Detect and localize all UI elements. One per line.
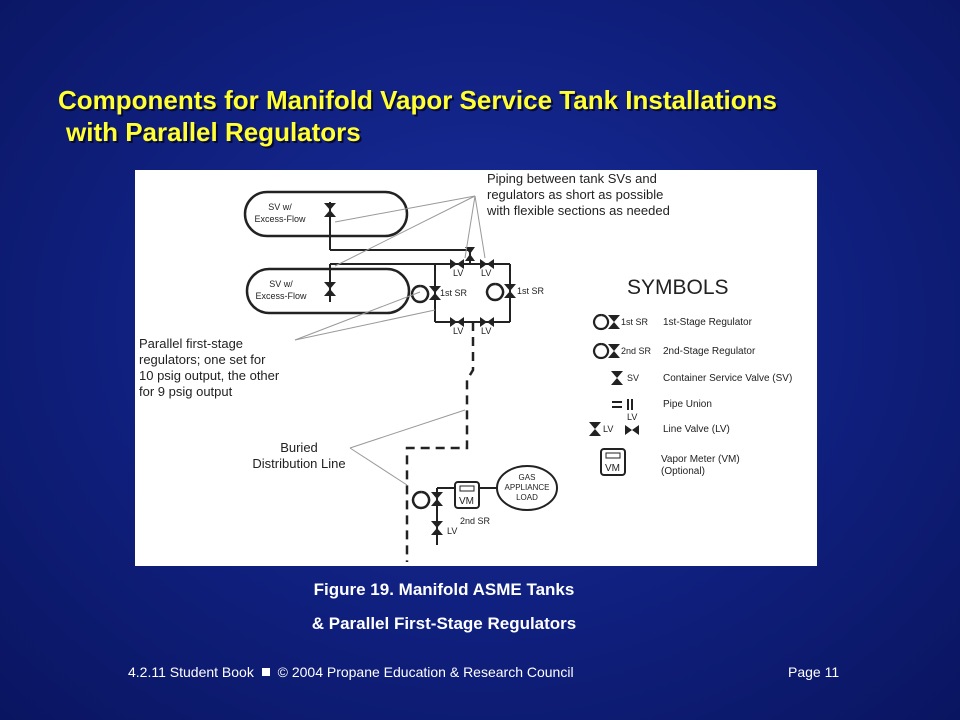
service-valve-top-icon — [323, 202, 337, 218]
vm-label: VM — [459, 496, 474, 507]
tank-bottom-label-1: SV w/ — [269, 279, 293, 289]
gas-load-label-1: GAS — [519, 473, 536, 482]
callout-lines — [294, 195, 486, 486]
second-sr-label: 2nd SR — [460, 516, 491, 526]
symbol-desc-union: Pipe Union — [663, 399, 712, 410]
slide-title-line-1: Components for Manifold Vapor Service Ta… — [58, 85, 777, 115]
tank-bottom-label-2: Excess-Flow — [255, 291, 307, 301]
figure-caption-line-1: Figure 19. Manifold ASME Tanks — [313, 580, 575, 599]
legend-line-valve-icon — [588, 421, 602, 437]
symbol-desc-sv: Container Service Valve (SV) — [663, 373, 792, 384]
legend-first-stage-regulator-icon — [592, 313, 610, 331]
symbol-abbr-2nd-sr: 2nd SR — [621, 346, 652, 356]
regulator-dome-icon — [411, 490, 431, 510]
symbol-desc-vm-2: (Optional) — [661, 466, 705, 477]
first-sr-label: 1st SR — [440, 288, 468, 298]
note-regulators-2: regulators; one set for — [139, 352, 266, 367]
symbol-abbr-lv-2: LV — [627, 412, 637, 422]
regulator-dome-icon — [485, 282, 505, 302]
note-piping-1: Piping between tank SVs and — [487, 171, 657, 186]
gas-appliance-load — [496, 465, 558, 511]
bullet-square-icon — [261, 668, 270, 676]
symbol-desc-2nd-sr: 2nd-Stage Regulator — [663, 346, 756, 357]
note-regulators-4: for 9 psig output — [139, 384, 233, 399]
note-regulators-3: 10 psig output, the other — [139, 368, 280, 383]
symbol-desc-1st-sr: 1st-Stage Regulator — [663, 317, 753, 328]
vapor-meter-icon — [454, 481, 480, 509]
note-piping-2: regulators as short as possible — [487, 187, 663, 202]
note-piping-3: with flexible sections as needed — [486, 203, 670, 218]
symbol-desc-lv: Line Valve (LV) — [663, 424, 730, 435]
slide-title: Components for Manifold Vapor Service Ta… — [58, 84, 777, 148]
diagram-panel: SV w/ Excess-Flow SV w/ Excess-Flow LV L… — [135, 170, 817, 566]
tank-top-label-1: SV w/ — [268, 202, 292, 212]
service-valve-bottom-icon — [323, 281, 337, 297]
tank-top-label-2: Excess-Flow — [254, 214, 306, 224]
legend-pipe-union-icon — [612, 399, 633, 410]
figure-caption-line-2: & Parallel First-Stage Regulators — [311, 614, 577, 633]
regulator-dome-icon — [410, 284, 430, 304]
buried-distribution-line — [405, 322, 475, 562]
legend-line-valve-icon — [624, 424, 640, 436]
tank-bottom — [245, 267, 411, 315]
footer-page-number: Page 11 — [788, 664, 840, 680]
lv-label: LV — [447, 526, 457, 536]
legend-second-stage-regulator-icon — [592, 342, 610, 360]
tank-top — [243, 190, 409, 238]
gas-load-label-2: APPLIANCE — [505, 483, 550, 492]
note-buried-2: Distribution Line — [252, 456, 345, 471]
footer-copyright: © 2004 Propane Education & Research Coun… — [277, 664, 574, 680]
lv-label: LV — [481, 326, 491, 336]
line-valve-icon — [430, 520, 444, 536]
first-stage-regulator-icon — [503, 283, 517, 299]
legend-vm-label: VM — [605, 463, 620, 474]
manifold-diagram: SV w/ Excess-Flow SV w/ Excess-Flow LV L… — [139, 171, 792, 562]
footer-left: 4.2.11 Student Book © 2004 Propane Educa… — [128, 664, 574, 680]
symbol-desc-vm: Vapor Meter (VM) — [661, 454, 740, 465]
note-buried-1: Buried — [280, 440, 318, 455]
symbol-abbr-sv: SV — [627, 373, 639, 383]
symbol-abbr-1st-sr: 1st SR — [621, 317, 649, 327]
symbol-abbr-lv: LV — [603, 424, 613, 434]
note-regulators-1: Parallel first-stage — [139, 336, 243, 351]
lv-label: LV — [481, 268, 491, 278]
lv-label: LV — [453, 326, 463, 336]
symbols-title: SYMBOLS — [627, 276, 729, 299]
gas-load-label-3: LOAD — [516, 493, 538, 502]
footer-book: 4.2.11 Student Book — [128, 664, 254, 680]
legend-vapor-meter-icon — [600, 448, 626, 476]
first-sr-label: 1st SR — [517, 286, 545, 296]
slide-title-line-2: with Parallel Regulators — [66, 117, 361, 147]
legend-service-valve-icon — [610, 370, 624, 386]
lv-label: LV — [453, 268, 463, 278]
